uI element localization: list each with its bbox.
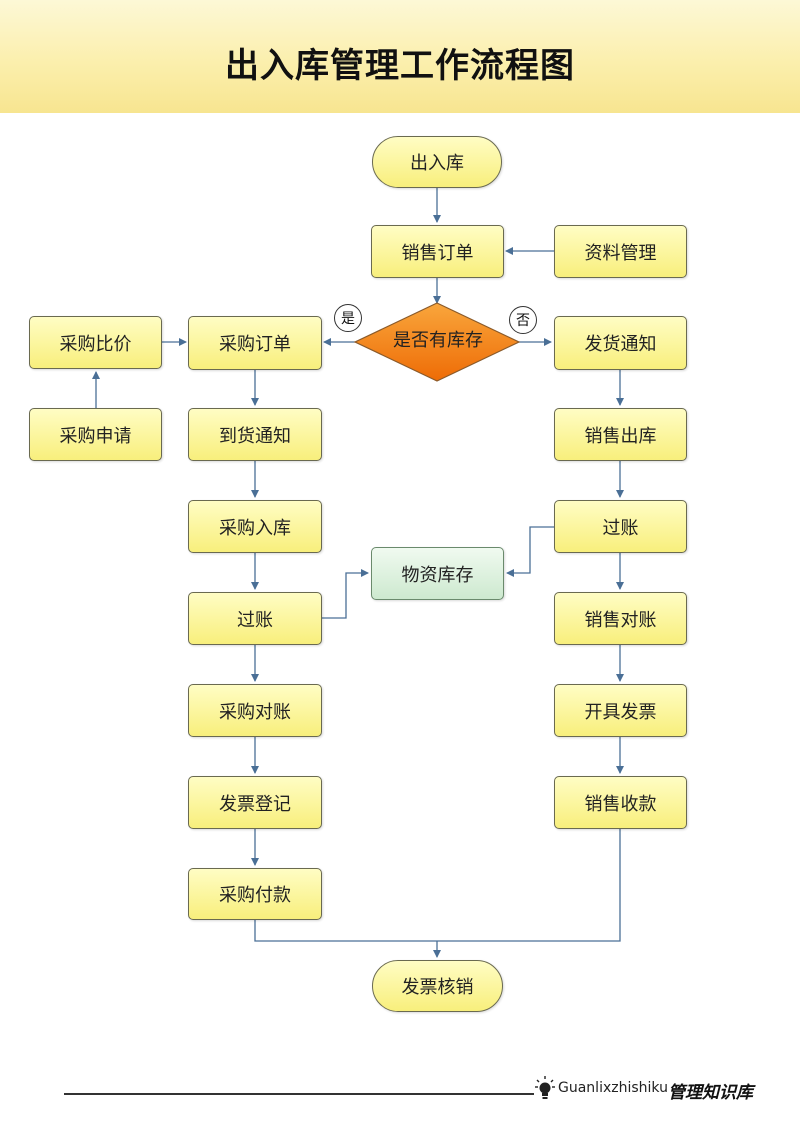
node-purchase-inbound: 采购入库 xyxy=(188,500,322,553)
node-end: 发票核销 xyxy=(372,960,503,1012)
yes-label: 是 xyxy=(334,304,362,332)
lightbulb-icon xyxy=(535,1076,555,1099)
page-title: 出入库管理工作流程图 xyxy=(225,46,575,86)
node-inventory: 物资库存 xyxy=(371,547,504,600)
node-sales-posting: 过账 xyxy=(554,500,687,553)
node-purchase-compare: 采购比价 xyxy=(29,316,162,369)
title-banner xyxy=(0,0,800,113)
node-sales-collection: 销售收款 xyxy=(554,776,687,829)
node-invoice-register: 发票登记 xyxy=(188,776,322,829)
node-data-management: 资料管理 xyxy=(554,225,687,278)
node-sales-reconcile: 销售对账 xyxy=(554,592,687,645)
no-label: 否 xyxy=(509,306,537,334)
footer-brand-en: Guanlixzhishiku xyxy=(558,1080,668,1096)
node-start: 出入库 xyxy=(372,136,502,188)
node-purchase-reconcile: 采购对账 xyxy=(188,684,322,737)
footer-brand-cn: 管理知识库 xyxy=(668,1083,753,1103)
node-sales-order: 销售订单 xyxy=(371,225,504,278)
decision-label: 是否有库存 xyxy=(393,330,483,351)
node-purchase-posting: 过账 xyxy=(188,592,322,645)
node-issue-invoice: 开具发票 xyxy=(554,684,687,737)
node-sales-outbound: 销售出库 xyxy=(554,408,687,461)
decision-diamond xyxy=(353,302,521,382)
arrow-sales-posting-to-inventory xyxy=(506,526,554,577)
node-purchase-order: 采购订单 xyxy=(188,316,322,370)
node-purchase-request: 采购申请 xyxy=(29,408,162,461)
node-arrival-notice: 到货通知 xyxy=(188,408,322,461)
node-shipping-notice: 发货通知 xyxy=(554,316,687,370)
arrow-posting-to-inventory xyxy=(322,569,369,619)
footer-rule xyxy=(64,1093,534,1095)
node-purchase-payment: 采购付款 xyxy=(188,868,322,920)
